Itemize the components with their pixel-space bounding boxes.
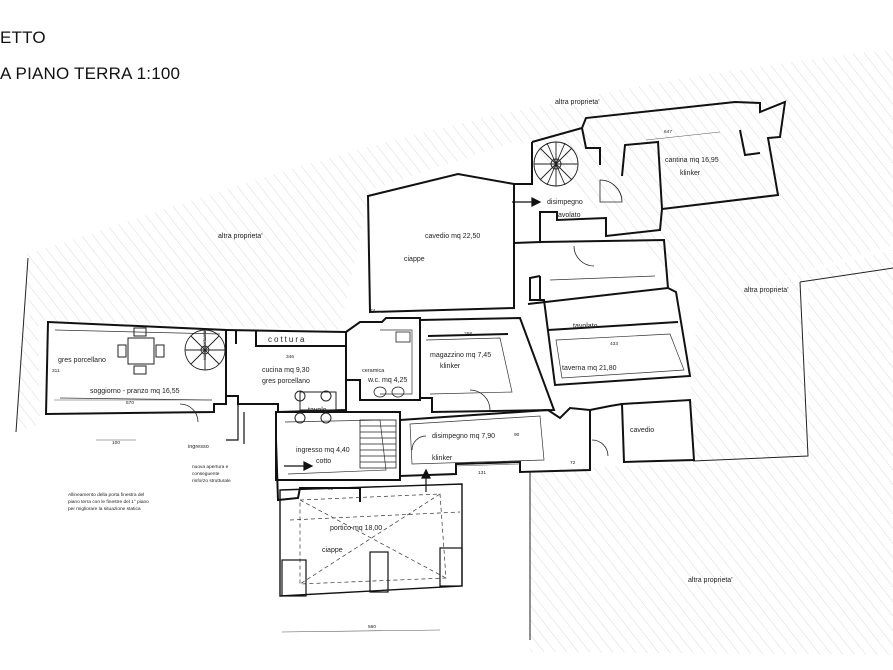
label-altra-proprieta-bottom: altra proprieta' bbox=[688, 577, 733, 584]
note-allineamento-line-3: per migliorare la situazione statica bbox=[68, 506, 141, 512]
dim-560: 560 bbox=[368, 624, 376, 630]
label-ingresso-floor: cotto bbox=[316, 458, 331, 465]
note-allineamento: Allineamento della porta finestra del pi… bbox=[68, 492, 149, 512]
dim-570: 570 bbox=[126, 400, 134, 406]
dim-433: 433 bbox=[610, 341, 618, 347]
building-walls bbox=[44, 100, 787, 597]
entrance-arrows bbox=[284, 197, 542, 492]
note-nuova-apertura-line-2: conseguente bbox=[192, 471, 220, 477]
room-labels: altra proprieta' altra proprieta' altra … bbox=[58, 99, 789, 584]
label-ceramica: ceramica bbox=[362, 368, 385, 374]
neighbour-property-hatch bbox=[18, 50, 893, 655]
plan-title: ETTO bbox=[0, 28, 46, 47]
label-ingresso-side: ingresso bbox=[188, 444, 209, 450]
label-altra-proprieta-right: altra proprieta' bbox=[744, 287, 789, 294]
label-tavolo: tavolo bbox=[308, 407, 327, 414]
label-cottura: cottura bbox=[268, 335, 306, 344]
label-portico-floor: ciappe bbox=[322, 547, 343, 554]
internal-details bbox=[54, 275, 685, 585]
label-cavedio-floor: ciappe bbox=[404, 256, 425, 263]
property-boundaries bbox=[15, 257, 893, 640]
label-gres-porcellano-soggiorno: gres porcellano bbox=[58, 357, 106, 364]
dim-268: 268 bbox=[464, 331, 472, 337]
dim-131: 131 bbox=[478, 470, 486, 476]
label-soggiorno: soggiorno - pranzo mq 16,55 bbox=[90, 388, 180, 395]
dim-647: 647 bbox=[664, 129, 672, 135]
label-altra-proprieta-left: altra proprieta' bbox=[218, 233, 263, 240]
label-cavedio-small: cavedio bbox=[630, 427, 654, 434]
dim-74: 74 bbox=[370, 308, 376, 314]
dimension-labels: 647 74 268 433 570 346 311 100 90 81 131… bbox=[52, 129, 672, 630]
note-nuova-apertura-line-1: nuova apertura e bbox=[192, 464, 229, 470]
straight-stair-icon bbox=[359, 419, 397, 469]
label-wc: w.c. mq 4,25 bbox=[367, 377, 407, 384]
spiral-stair-top-icon bbox=[533, 141, 579, 187]
dim-81: 81 bbox=[328, 486, 334, 492]
label-disimpegno-bottom: disimpegno mq 7,90 bbox=[432, 433, 495, 440]
kitchen-table-icon bbox=[294, 390, 337, 424]
dimension-lines bbox=[54, 131, 721, 633]
label-disimpegno-bottom-floor: klinker bbox=[432, 455, 453, 462]
note-allineamento-line-2: piano terra con le finestre del 1° piano bbox=[68, 499, 149, 505]
dim-346: 346 bbox=[286, 354, 294, 360]
bathroom-fixtures-icon bbox=[373, 331, 411, 398]
label-ingresso: ingresso mq 4,40 bbox=[296, 447, 350, 454]
label-magazzino-floor: klinker bbox=[440, 363, 461, 370]
label-altra-proprieta-top: altra proprieta' bbox=[555, 99, 600, 106]
dining-table-icon bbox=[117, 327, 165, 375]
label-cantina: cantina mq 16,95 bbox=[665, 157, 719, 164]
dim-72: 72 bbox=[570, 460, 576, 466]
label-cucina: cucina mq 9,30 bbox=[262, 367, 310, 374]
columns bbox=[281, 547, 463, 597]
label-tavolato: tavolato bbox=[573, 323, 598, 330]
note-allineamento-line-1: Allineamento della porta finestra del bbox=[68, 492, 144, 498]
label-disimpegno-top: disimpegno bbox=[547, 199, 583, 206]
label-cavedio: cavedio mq 22,50 bbox=[425, 233, 480, 240]
dim-100: 100 bbox=[112, 440, 120, 446]
spiral-stair-left-icon bbox=[184, 329, 226, 371]
label-disimpegno-top-floor: tavolato bbox=[556, 212, 581, 219]
label-taverna: taverna mq 21,80 bbox=[562, 365, 617, 372]
dim-311: 311 bbox=[52, 368, 60, 374]
label-portico: portico mq 18,00 bbox=[330, 525, 382, 532]
dim-90: 90 bbox=[514, 432, 520, 438]
label-magazzino: magazzino mq 7,45 bbox=[430, 352, 491, 359]
plan-subtitle: A PIANO TERRA 1:100 bbox=[0, 64, 181, 83]
note-nuova-apertura-line-3: rinforzo strutturale bbox=[192, 478, 231, 484]
note-nuova-apertura: nuova apertura e conseguente rinforzo st… bbox=[192, 464, 231, 484]
lower-wall-segment bbox=[226, 395, 245, 444]
label-cantina-floor: klinker bbox=[680, 170, 701, 177]
label-vano-portante: vano portante bbox=[202, 330, 208, 360]
door-swings bbox=[179, 179, 623, 457]
label-cucina-floor: gres porcellano bbox=[262, 378, 310, 385]
